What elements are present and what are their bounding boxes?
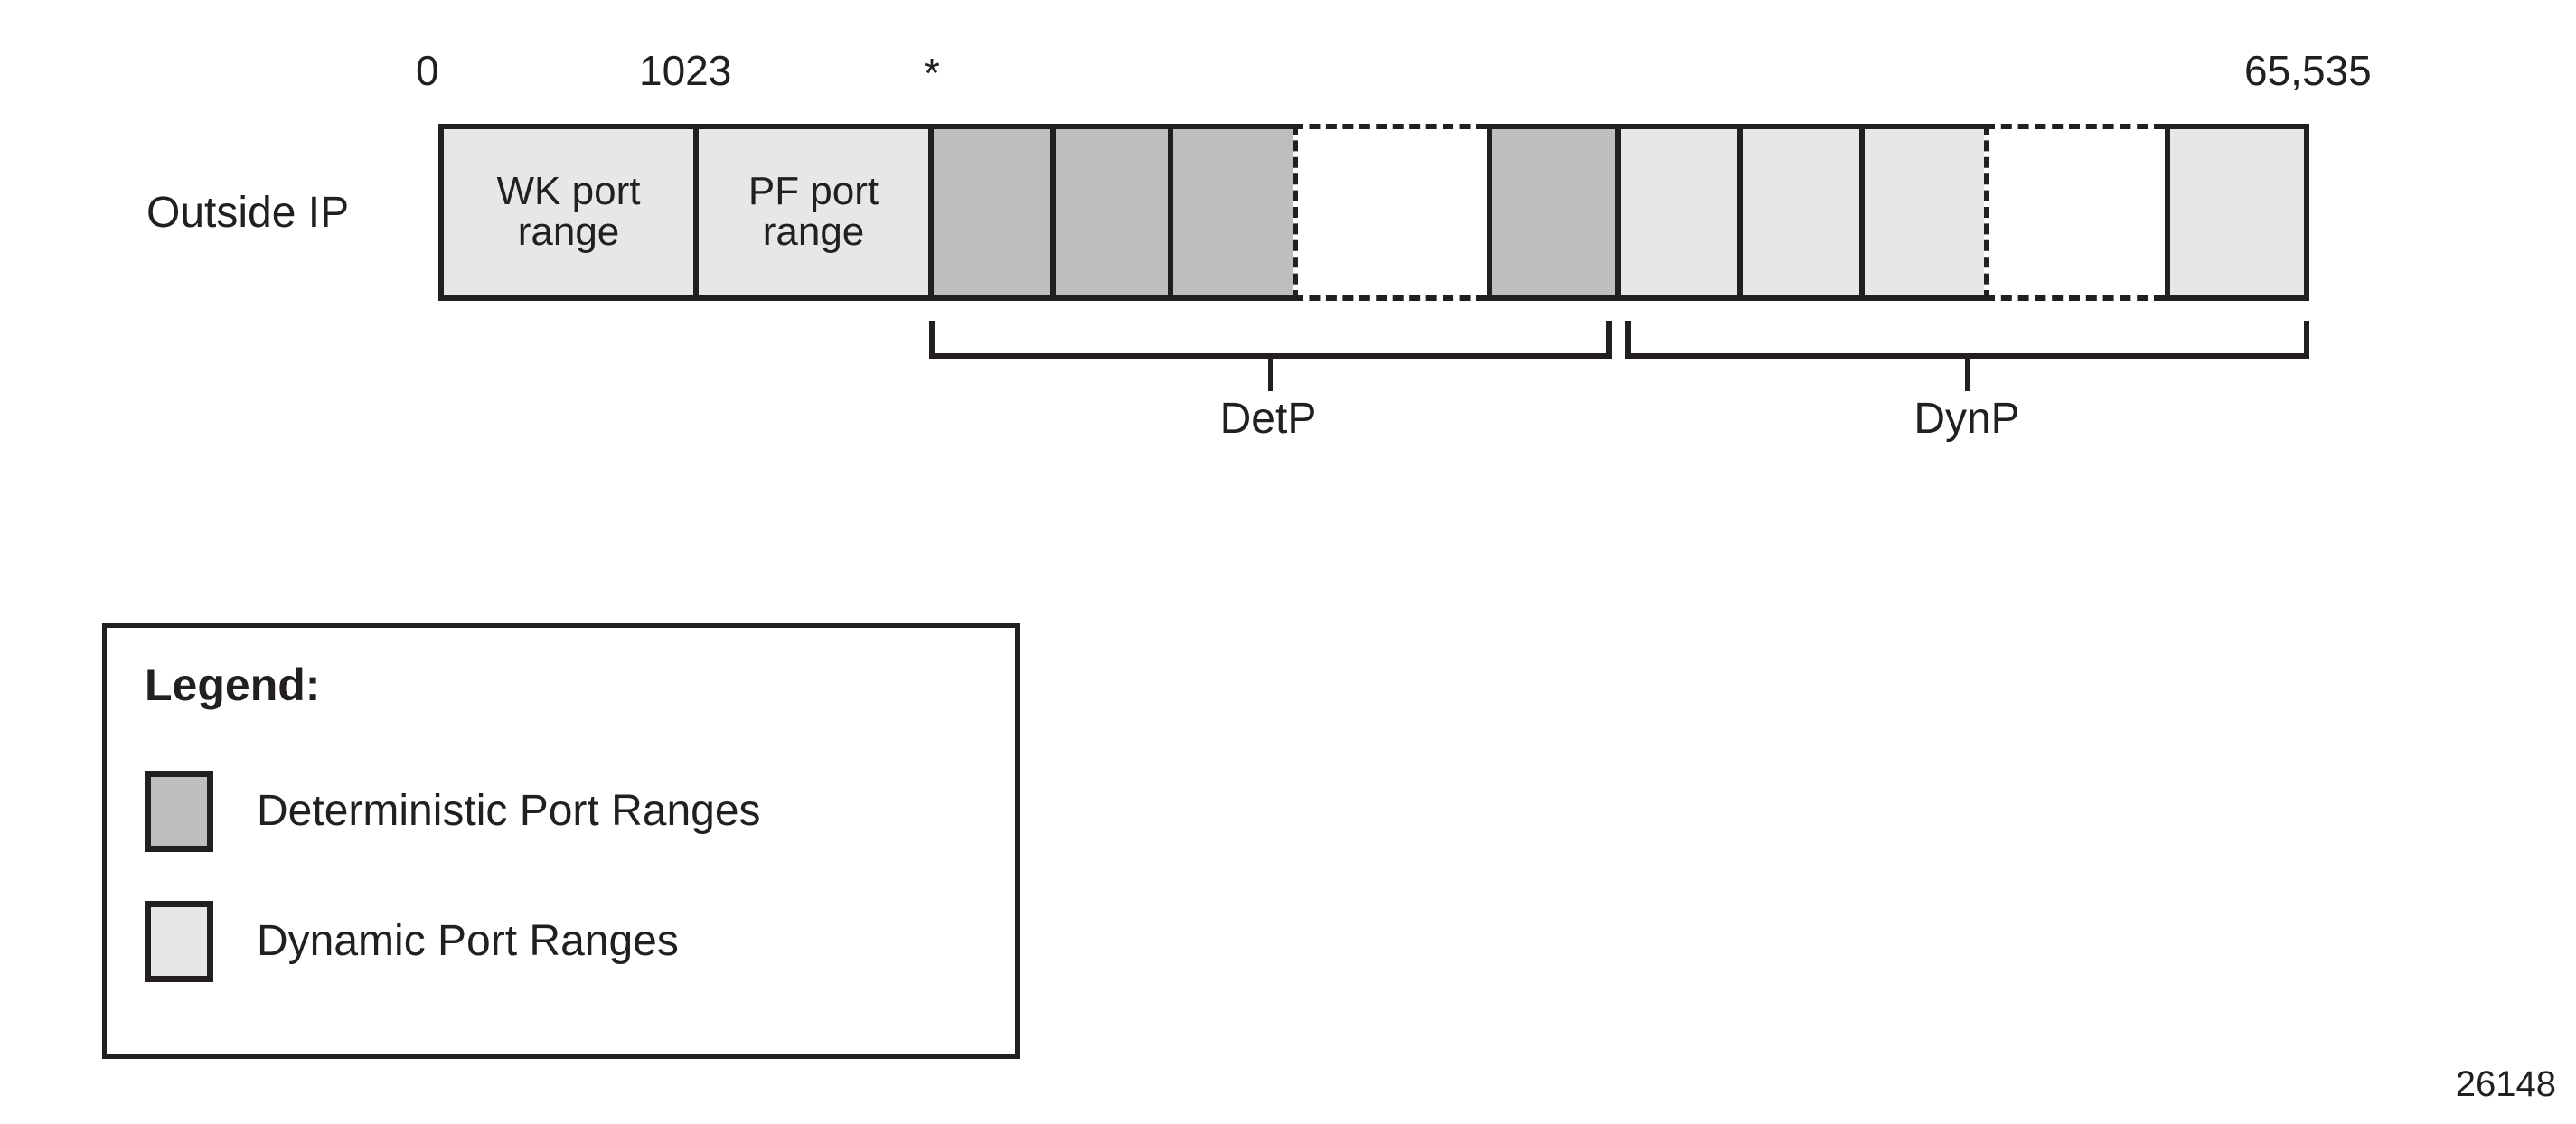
legend-item-dynamic: Dynamic Port Ranges [145,901,679,982]
segment-det-2[interactable] [1053,124,1170,301]
segment-wk-port-range[interactable]: WK port range [438,124,696,301]
gap-dyn-left-edge [1984,124,1989,301]
scale-tick-65535: 65,535 [2244,47,2372,94]
bracket-dynp [1625,321,2309,359]
row-label-outside-ip: Outside IP [146,189,350,237]
segment-dyn-1[interactable] [1618,124,1740,301]
port-space-bar: WK port range PF port range [438,124,2309,301]
legend-label-deterministic: Deterministic Port Ranges [257,787,761,835]
bracket-detp-tick [1268,359,1273,391]
segment-dyn-2[interactable] [1740,124,1862,301]
segment-gap-det [1293,124,1487,301]
legend-label-dynamic: Dynamic Port Ranges [257,917,679,965]
legend-swatch-dynamic-icon [145,901,213,982]
scale-tick-asterisk: * [924,50,940,97]
segment-det-3[interactable] [1170,124,1293,301]
segment-wk-port-range-label: WK port range [496,169,641,254]
legend-title: Legend: [145,660,321,710]
segment-pf-port-range-label: PF port range [747,169,879,254]
segment-det-4[interactable] [1487,124,1618,301]
segment-pf-port-range[interactable]: PF port range [696,124,931,301]
figure-id-number: 26148 [2455,1064,2556,1104]
segment-det-1[interactable] [931,124,1053,301]
legend-swatch-deterministic-icon [145,771,213,852]
bracket-dynp-tick [1965,359,1970,391]
segment-gap-dyn [1984,124,2165,301]
bracket-detp [929,321,1612,359]
gap-det-left-edge [1293,124,1298,301]
bracket-dynp-label: DynP [1913,395,2020,443]
legend-item-deterministic: Deterministic Port Ranges [145,771,761,852]
scale-tick-1023: 1023 [639,47,732,94]
segment-dyn-3[interactable] [1862,124,1984,301]
scale-tick-0: 0 [416,47,439,94]
bracket-detp-label: DetP [1219,395,1317,443]
legend: Legend: Deterministic Port Ranges Dynami… [102,623,1020,1059]
segment-dyn-4[interactable] [2165,124,2309,301]
